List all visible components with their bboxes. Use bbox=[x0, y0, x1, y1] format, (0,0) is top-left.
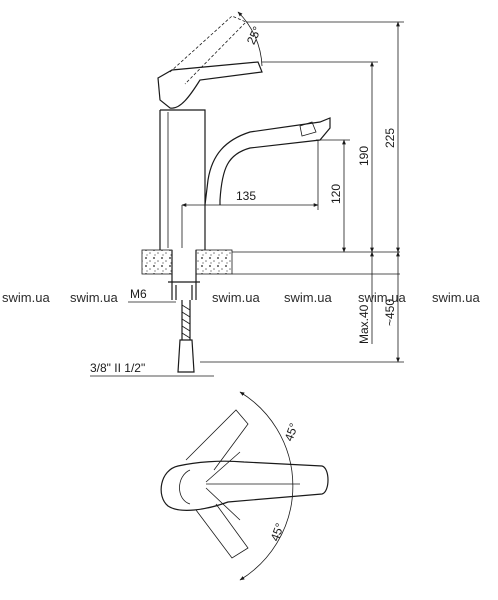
hose-braid bbox=[181, 304, 191, 339]
handle-rotated-down bbox=[195, 503, 249, 559]
watermark-row: swim.ua swim.ua swim.ua swim.ua swim.ua … bbox=[2, 290, 480, 305]
watermark: swim.ua bbox=[432, 290, 480, 305]
watermark: swim.ua bbox=[284, 290, 332, 305]
swing-angle-lower: 45° bbox=[268, 521, 287, 543]
watermark: swim.ua bbox=[358, 290, 406, 305]
angle-label-25: 25° bbox=[244, 24, 264, 47]
stud-thread-label: M6 bbox=[130, 287, 147, 301]
faucet-body-shade bbox=[167, 112, 183, 248]
countertop-left bbox=[141, 249, 173, 275]
dim-450-label: ~450 bbox=[383, 299, 397, 326]
handle-top-outline bbox=[160, 460, 329, 511]
connection-label: 3/8" II 1/2" bbox=[90, 361, 145, 375]
lever-handle bbox=[157, 61, 263, 109]
side-view: 25° M6 3/8" II 1/2" 135 120 190 225 bbox=[90, 11, 404, 377]
dim-135-label: 135 bbox=[236, 189, 256, 203]
handle-top-inner bbox=[179, 469, 191, 505]
swing-angle-upper: 45° bbox=[282, 421, 301, 443]
lever-handle-tilted bbox=[169, 15, 247, 85]
mounting-stud bbox=[168, 250, 200, 300]
handle-swing-diag-2 bbox=[205, 487, 241, 521]
faucet-body-outline bbox=[159, 109, 331, 250]
countertop-right bbox=[195, 249, 233, 275]
swing-arc bbox=[239, 391, 294, 581]
handle-swing-diag bbox=[205, 451, 241, 483]
watermark: swim.ua bbox=[212, 290, 260, 305]
watermark: swim.ua bbox=[2, 290, 50, 305]
dim-120-label: 120 bbox=[329, 184, 343, 204]
supply-hose bbox=[177, 300, 195, 373]
top-view: 45° 45° bbox=[160, 391, 329, 581]
angle-arc-25 bbox=[237, 11, 263, 67]
spout-tip bbox=[299, 121, 317, 137]
dim-190-label: 190 bbox=[357, 146, 371, 166]
watermark: swim.ua bbox=[70, 290, 118, 305]
dim-225-label: 225 bbox=[383, 128, 397, 148]
dim-max40-label: Max.40 bbox=[357, 304, 371, 344]
